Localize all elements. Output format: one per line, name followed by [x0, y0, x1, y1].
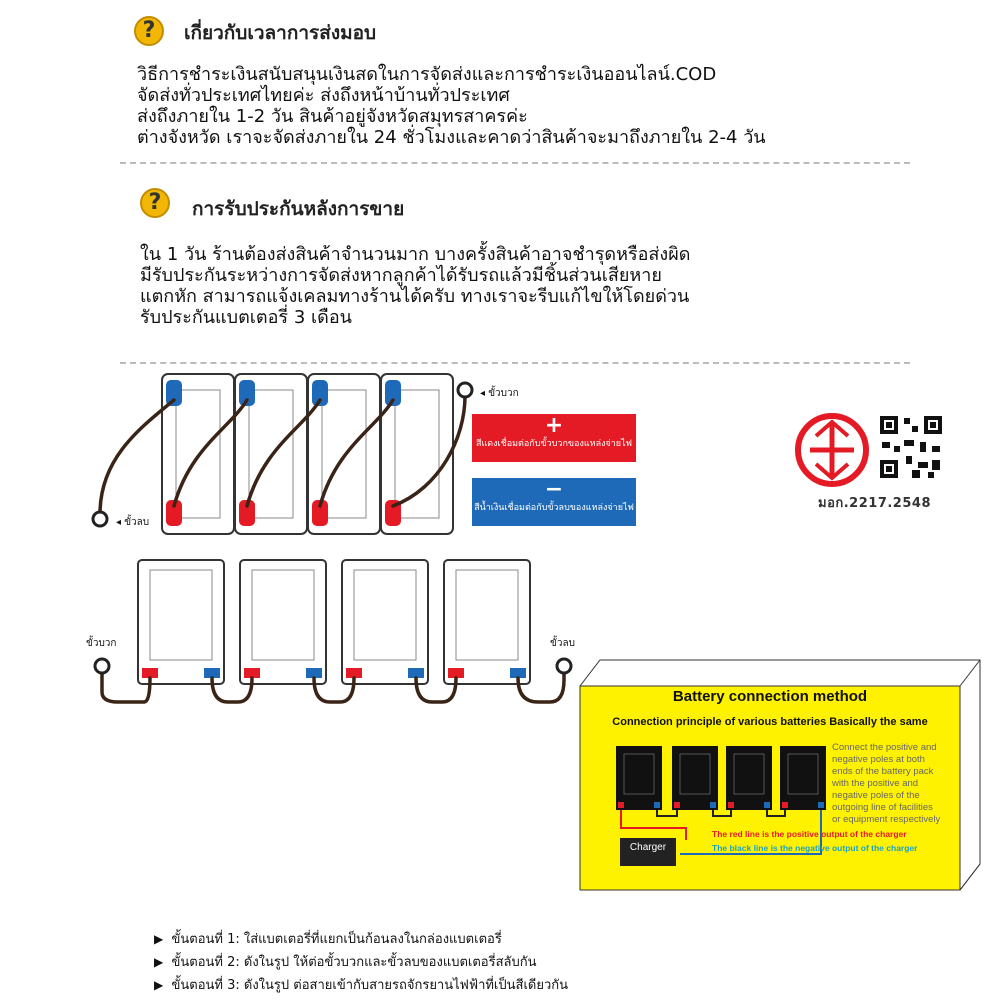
battery [137, 559, 225, 685]
qr-code-icon [876, 412, 946, 482]
step-1: ▶ ขั้นตอนที่ 1: ใส่แบตเตอรี่ที่แยกเป็นก้… [154, 932, 502, 947]
series-diagram-bottom [93, 559, 573, 704]
red-legend-box: + สีแดงเชื่อมต่อกับขั้วบวกของแหล่งจ่ายไฟ [472, 414, 636, 462]
positive-label: ขั้วบวก [86, 638, 117, 649]
battery [380, 373, 454, 535]
panel-title: Battery connection method [672, 688, 868, 705]
charger-label: Charger [629, 842, 667, 853]
red-line-note: The red line is the positive output of t… [712, 829, 907, 839]
negative-label: ขั้วลบ [550, 638, 575, 649]
positive-label: ◂ ขั้วบวก [480, 388, 519, 399]
battery [443, 559, 531, 685]
black-line-note: The black line is the negative output of… [712, 843, 918, 853]
delivery-line: จัดส่งทั่วประเทศไทยค่ะ ส่งถึงหน้าบ้านทั่… [137, 85, 510, 106]
battery [672, 746, 718, 810]
battery [616, 746, 662, 810]
question-icon: ? [134, 16, 164, 46]
delivery-line: ต่างจังหวัด เราจะจัดส่งภายใน 24 ชั่วโมงแ… [137, 127, 766, 148]
warranty-line: รับประกันแบตเตอรี่ 3 เดือน [140, 307, 352, 328]
delivery-text: วิธีการชำระเงินสนับสนุนเงินสดในการจัดส่ง… [137, 64, 766, 148]
warranty-line: ใน 1 วัน ร้านต้องส่งสินค้าจำนวนมาก บางคร… [140, 244, 691, 265]
bullet-arrow-icon: ▶ [154, 978, 164, 992]
blue-legend-box: − สีน้ำเงินเชื่อมต่อกับขั้วลบของแหล่งจ่า… [472, 478, 636, 526]
tis-logo-icon [795, 413, 869, 487]
battery [780, 746, 826, 810]
divider [120, 162, 910, 164]
bullet-arrow-icon: ▶ [154, 932, 164, 946]
step-3: ▶ ขั้นตอนที่ 3: ดังในรูป ต่อสายเข้ากับสา… [154, 978, 569, 993]
charger [620, 838, 676, 866]
panel-description: Connect the positive and negative poles … [832, 742, 941, 825]
red-legend-text: สีแดงเชื่อมต่อกับขั้วบวกของแหล่งจ่ายไฟ [476, 439, 632, 449]
step-2: ▶ ขั้นตอนที่ 2: ดังในรูป ให้ต่อขั้วบวกแล… [154, 955, 537, 970]
warranty-title: การรับประกันหลังการขาย [192, 198, 405, 220]
warranty-text: ใน 1 วัน ร้านต้องส่งสินค้าจำนวนมาก บางคร… [140, 244, 690, 328]
battery [341, 559, 429, 685]
warranty-line: แตกหัก สามารถแจ้งเคลมทางร้านได้ครับ ทางเ… [140, 286, 690, 307]
plus-icon: + [544, 413, 564, 438]
warranty-line: มีรับประกันระหว่างการจัดส่งหากลูกค้าได้ร… [140, 265, 662, 286]
minus-icon: − [544, 477, 564, 502]
battery [726, 746, 772, 810]
delivery-line: ส่งถึงภายใน 1-2 วัน สินค้าอยู่จังหวัดสมุ… [137, 106, 528, 127]
question-icon: ? [140, 188, 170, 218]
tis-number: มอก.2217.2548 [818, 496, 931, 511]
delivery-line: วิธีการชำระเงินสนับสนุนเงินสดในการจัดส่ง… [137, 64, 717, 85]
panel-diagram [616, 746, 826, 866]
delivery-title: เกี่ยวกับเวลาการส่งมอบ [184, 22, 377, 44]
negative-label: ◂ ขั้วลบ [116, 517, 150, 528]
bullet-arrow-icon: ▶ [154, 955, 164, 969]
battery [239, 559, 327, 685]
panel-subtitle: Connection principle of various batterie… [612, 716, 928, 728]
series-diagram-top [91, 373, 474, 535]
divider [120, 362, 910, 364]
blue-legend-text: สีน้ำเงินเชื่อมต่อกับขั้วลบของแหล่งจ่ายไ… [474, 503, 634, 513]
